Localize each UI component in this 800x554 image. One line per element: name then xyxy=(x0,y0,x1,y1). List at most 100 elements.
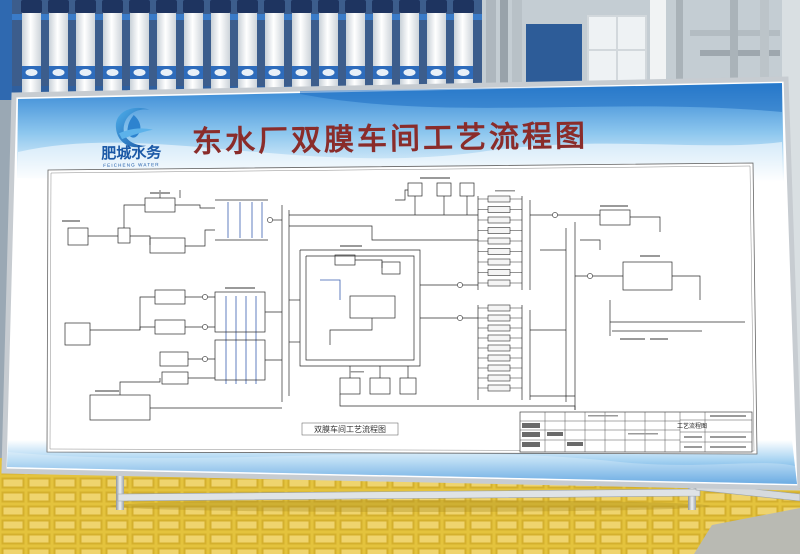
membrane-cylinder xyxy=(400,6,419,96)
diagram-pipe-line xyxy=(185,229,215,247)
steel-pipe xyxy=(486,0,496,98)
diagram-pipe-line xyxy=(90,296,155,331)
diagram-pipe-line xyxy=(289,225,478,241)
membrane-cylinder-cap xyxy=(237,0,258,13)
membrane-cylinder-label-mark xyxy=(295,69,308,76)
diagram-equipment-box xyxy=(334,254,356,266)
diagram-equipment-box xyxy=(339,377,361,395)
blue-control-cabinet xyxy=(526,24,582,92)
diagram-equipment-box xyxy=(154,319,186,335)
membrane-cylinder xyxy=(157,6,176,96)
membrane-cylinder xyxy=(238,6,257,96)
membrane-cylinder xyxy=(346,6,365,96)
diagram-equipment-box xyxy=(117,227,131,244)
diagram-pipe-line xyxy=(395,189,408,201)
title-block-filled-cell xyxy=(522,432,540,437)
membrane-cylinder xyxy=(454,6,473,96)
diagram-membrane-unit-upper xyxy=(487,279,511,287)
membrane-cylinder-label-mark xyxy=(322,69,335,76)
membrane-cylinder-label-mark xyxy=(457,69,470,76)
membrane-cylinder-cap xyxy=(345,0,366,13)
diagram-membrane-unit-upper xyxy=(487,269,511,276)
diagram-membrane-unit-lower xyxy=(487,334,511,342)
white-column xyxy=(650,0,666,98)
diagram-pump-symbol xyxy=(202,324,208,330)
diagram-tiny-annotation xyxy=(350,371,364,373)
membrane-module-rack xyxy=(0,0,482,96)
diagram-equipment-box xyxy=(144,197,176,213)
diagram-equipment-box xyxy=(369,377,391,395)
diagram-equipment-box xyxy=(214,339,266,381)
logo-name-en: FEICHENG WATER xyxy=(103,162,160,168)
membrane-cylinder-cap xyxy=(156,0,177,13)
membrane-cylinder-cap xyxy=(48,0,69,13)
diagram-membrane-unit-upper xyxy=(487,227,511,234)
membrane-cylinder-cap xyxy=(183,0,204,13)
membrane-cylinder-cap xyxy=(264,0,285,13)
diagram-tiny-annotation xyxy=(640,255,660,257)
membrane-cylinder-cap xyxy=(210,0,231,13)
water-wave-icon xyxy=(118,128,153,140)
membrane-cylinder-cap xyxy=(426,0,447,13)
membrane-cylinder-label-mark xyxy=(52,69,65,76)
diagram-pipe-line xyxy=(305,255,415,361)
diagram-pump-symbol xyxy=(552,212,558,218)
diagram-pipe-line xyxy=(478,405,576,410)
diagram-equipment-box xyxy=(159,351,189,367)
diagram-membrane-unit-lower xyxy=(487,344,511,352)
title-block-filled-cell xyxy=(547,432,563,436)
membrane-cylinder-label-mark xyxy=(403,69,416,76)
diagram-pump-symbol xyxy=(267,217,273,223)
diagram-membrane-unit-upper xyxy=(487,206,511,213)
membrane-cylinder-label-mark xyxy=(241,69,254,76)
title-block-filled-cell xyxy=(567,442,583,446)
diagram-outer-border xyxy=(46,162,758,455)
diagram-tiny-annotation xyxy=(150,192,170,194)
diagram-tiny-annotation xyxy=(620,338,645,340)
diagram-equipment-box xyxy=(436,182,452,197)
diagram-pump-symbol xyxy=(587,273,593,279)
diagram-tiny-annotation xyxy=(95,390,119,392)
company-logo: 肥城水务 FEICHENG WATER xyxy=(101,107,162,168)
diagram-membrane-unit-lower xyxy=(487,314,511,322)
membrane-cylinder-label-mark xyxy=(214,69,227,76)
diagram-tiny-annotation xyxy=(420,177,450,179)
diagram-pipe-line xyxy=(139,326,155,330)
title-block-tiny-text xyxy=(710,446,746,448)
diagram-equipment-box xyxy=(89,394,151,421)
diagram-equipment-box xyxy=(149,237,186,254)
footer-light-wave xyxy=(7,452,797,484)
diagram-tiny-annotation xyxy=(225,287,255,289)
left-blue-pole xyxy=(0,0,12,100)
diagram-equipment-box xyxy=(381,261,401,275)
title-block-label: 工艺流程图 xyxy=(677,422,707,430)
diagram-pipe-line xyxy=(175,204,215,209)
diagram-equipment-box xyxy=(349,295,396,319)
membrane-cylinder xyxy=(76,6,95,96)
floor-grey-corner xyxy=(694,508,800,554)
membrane-cylinder-cap xyxy=(399,0,420,13)
diagram-pipe-line xyxy=(672,275,701,300)
diagram-membrane-unit-upper xyxy=(487,258,511,266)
membrane-cylinder-label-mark xyxy=(430,69,443,76)
diagram-pump-symbol xyxy=(457,282,463,288)
process-flow-board: 肥城水务 FEICHENG WATER 东水厂双膜车间工艺流程图 双膜车间工艺流… xyxy=(1,76,800,491)
logo-name-cn: 肥城水务 xyxy=(101,144,162,163)
membrane-cylinder-cap xyxy=(453,0,474,13)
diagram-pipe-line xyxy=(339,394,478,407)
diagram-equipment-box xyxy=(399,377,417,395)
membrane-cylinder-label-mark xyxy=(25,69,38,76)
diagram-membrane-unit-lower xyxy=(487,374,511,382)
steel-pipe xyxy=(760,0,769,94)
diagram-tiny-annotation xyxy=(600,205,628,207)
diagram-pump-symbol xyxy=(202,356,208,362)
membrane-cylinder-cap xyxy=(21,0,42,13)
diagram-blue-pipe-line xyxy=(320,279,341,300)
diagram-tiny-annotation xyxy=(62,220,80,222)
diagram-membrane-unit-lower xyxy=(487,304,511,312)
diagram-membrane-unit-lower xyxy=(487,354,511,362)
board-title: 东水厂双膜车间工艺流程图 xyxy=(192,119,589,160)
membrane-cylinder-cap xyxy=(291,0,312,13)
membrane-cylinder-cap xyxy=(129,0,150,13)
title-block-tiny-text xyxy=(710,415,746,417)
